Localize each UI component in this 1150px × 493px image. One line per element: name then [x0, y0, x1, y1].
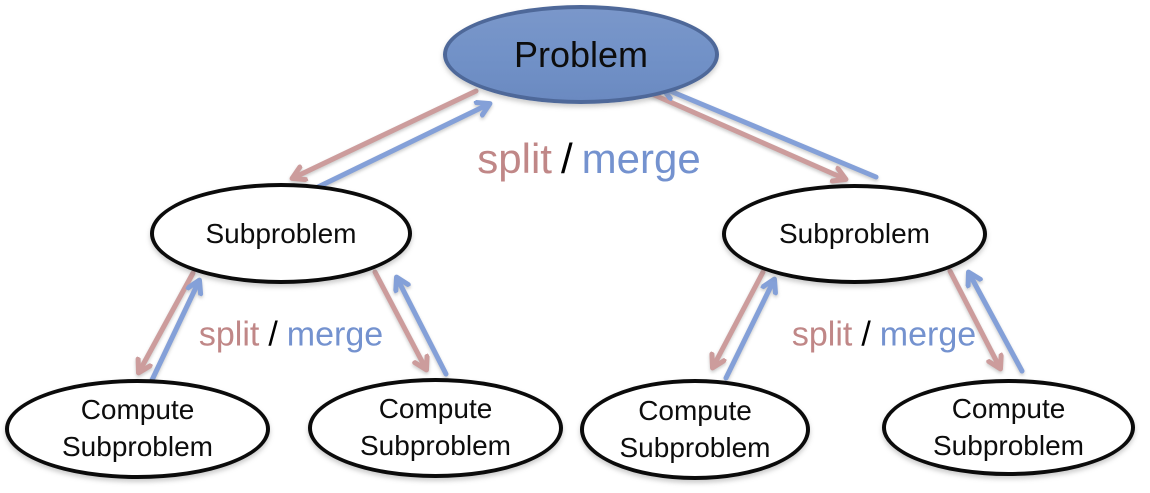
node-compute-subproblem-2-label: Compute Subproblem: [360, 393, 511, 461]
node-subproblem-right-label: Subproblem: [779, 218, 930, 249]
node-problem: Problem: [443, 5, 719, 104]
split-arrow-subproblem-left-to-compute-2: [372, 269, 426, 369]
split-label: split: [791, 315, 853, 354]
merge-arrow-compute-3-to-subproblem-right: [723, 280, 774, 381]
split-arrow-problem-to-subproblem-left: [293, 88, 479, 178]
node-subproblem-left-label: Subproblem: [205, 217, 357, 249]
node-problem-label: Problem: [513, 33, 649, 75]
merge-arrow-compute-1-to-subproblem-left: [149, 281, 199, 383]
merge-arrow-subproblem-right-to-problem: [663, 88, 879, 180]
slash-separator: /: [268, 315, 278, 354]
split-arrow-subproblem-right-to-compute-4: [947, 268, 1000, 368]
merge-label: merge: [286, 315, 384, 354]
merge-label: merge: [581, 135, 701, 182]
split-arrow-problem-to-subproblem-right: [640, 87, 845, 179]
split-arrow-subproblem-right-to-compute-3: [713, 269, 766, 367]
node-subproblem-right: Subproblem: [722, 184, 987, 284]
node-compute-subproblem-1-label: Compute Subproblem: [62, 394, 213, 462]
node-subproblem-left: Subproblem: [150, 183, 412, 284]
slash-separator: /: [861, 315, 871, 354]
split-label: split: [198, 315, 260, 354]
node-compute-subproblem-4: Compute Subproblem: [882, 379, 1135, 476]
node-compute-subproblem-3-label: Compute Subproblem: [619, 394, 771, 463]
split-arrow-subproblem-left-to-compute-1: [139, 270, 196, 372]
node-compute-subproblem-3: Compute Subproblem: [580, 379, 810, 480]
edge-label-split-merge-right: split/merge: [792, 316, 976, 355]
merge-arrow-subproblem-left-to-problem: [315, 104, 489, 190]
node-compute-subproblem-4-label: Compute Subproblem: [933, 392, 1084, 461]
node-compute-subproblem-1: Compute Subproblem: [5, 379, 270, 479]
merge-label: merge: [879, 315, 977, 354]
edge-label-split-merge-top: split/merge: [477, 135, 700, 183]
node-compute-subproblem-2: Compute Subproblem: [308, 378, 563, 478]
edge-label-split-merge-left: split/merge: [199, 316, 383, 355]
merge-arrow-compute-2-to-subproblem-left: [397, 278, 449, 377]
merge-arrow-compute-4-to-subproblem-right: [969, 273, 1025, 374]
slash-separator: /: [560, 135, 573, 182]
split-label: split: [477, 135, 552, 182]
